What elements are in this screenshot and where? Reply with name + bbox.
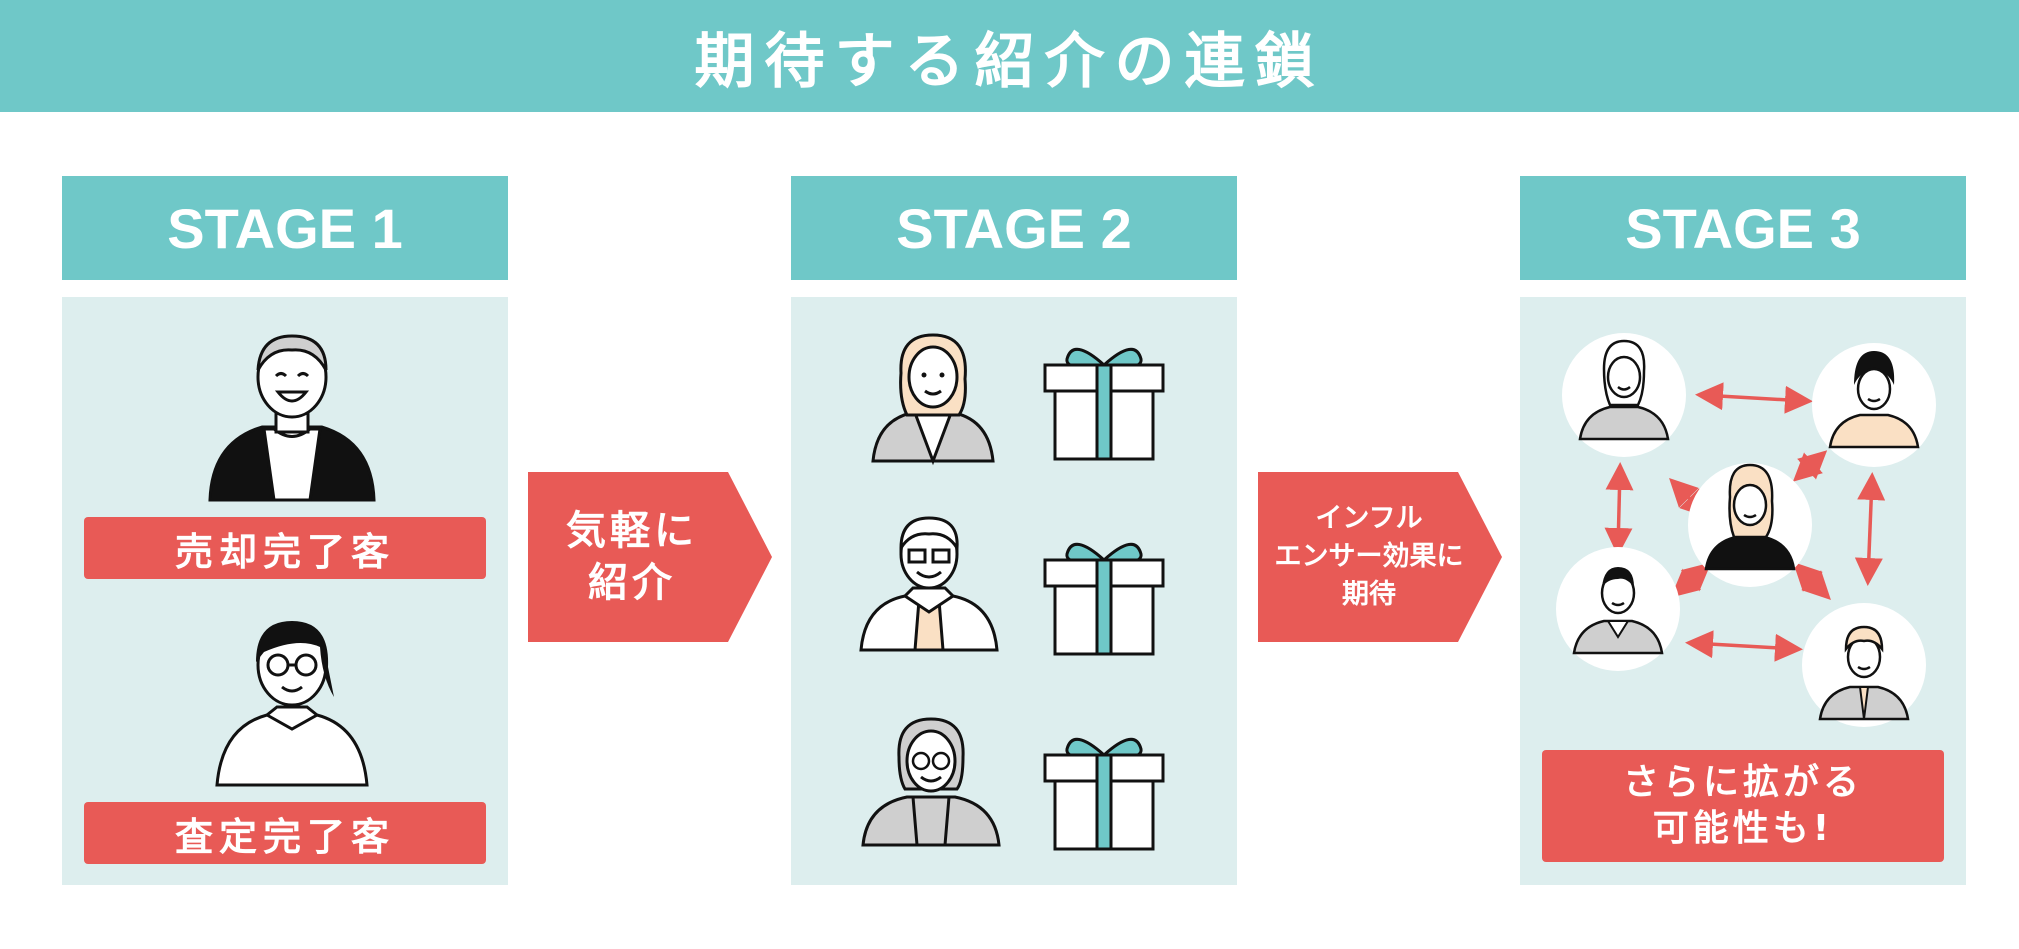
gift-icon xyxy=(1043,348,1165,461)
network-person-center xyxy=(1688,463,1812,587)
title-banner: 期待する紹介の連鎖 xyxy=(0,0,2019,112)
gift-icon xyxy=(1043,738,1165,851)
person-blonde-woman-illustration xyxy=(871,333,995,466)
arrow-2 xyxy=(1258,472,1502,642)
stage-2-heading-text: STAGE 2 xyxy=(896,196,1132,260)
customer-woman-illustration xyxy=(215,621,369,787)
stage-3-heading-text: STAGE 3 xyxy=(1625,196,1861,260)
appraised-customer-text: 査定完了客 xyxy=(174,814,395,859)
arrow-1-line-2: 紹介 xyxy=(588,560,676,606)
arrow-1 xyxy=(528,472,772,642)
stage-2-heading: STAGE 2 xyxy=(791,176,1237,280)
stage-1-heading: STAGE 1 xyxy=(62,176,508,280)
page-title: 期待する紹介の連鎖 xyxy=(694,26,1325,97)
more-potential-line-1: さらに拡がる xyxy=(1622,762,1863,803)
stage-3-heading: STAGE 3 xyxy=(1520,176,1966,280)
sold-customer-label: 売却完了客 xyxy=(84,517,486,579)
stage-2-panel xyxy=(791,297,1237,885)
arrow-2-line-1: インフル xyxy=(1315,503,1423,534)
arrow-2-line-3: 期待 xyxy=(1342,579,1396,610)
arrow-1-line-1: 気軽に xyxy=(566,508,698,554)
person-man-glasses-illustration xyxy=(859,516,999,652)
appraised-customer-label: 査定完了客 xyxy=(84,802,486,864)
gift-icon xyxy=(1043,543,1165,656)
more-potential-line-2: 可能性も! xyxy=(1652,808,1834,849)
network-person-top-left xyxy=(1562,333,1686,457)
arrow-2-text: インフル エンサー効果に 期待 xyxy=(1258,472,1480,642)
arrow-2-line-2: エンサー効果に xyxy=(1274,541,1464,572)
network-diagram xyxy=(1556,333,1936,727)
sold-customer-text: 売却完了客 xyxy=(174,529,395,574)
stage-3-panel: さらに拡がる 可能性も! xyxy=(1520,297,1966,885)
customer-man-illustration xyxy=(208,334,376,502)
stage-1-heading-text: STAGE 1 xyxy=(167,196,403,260)
stage-1-panel: 売却完了客 査定完了客 xyxy=(62,297,508,885)
person-older-woman-illustration xyxy=(861,717,1001,847)
network-person-bottom-left xyxy=(1556,547,1680,671)
more-potential-label: さらに拡がる 可能性も! xyxy=(1542,750,1944,862)
network-person-top-right xyxy=(1812,343,1936,467)
arrow-1-text: 気軽に 紹介 xyxy=(528,472,736,642)
network-person-bottom-right xyxy=(1802,603,1926,727)
